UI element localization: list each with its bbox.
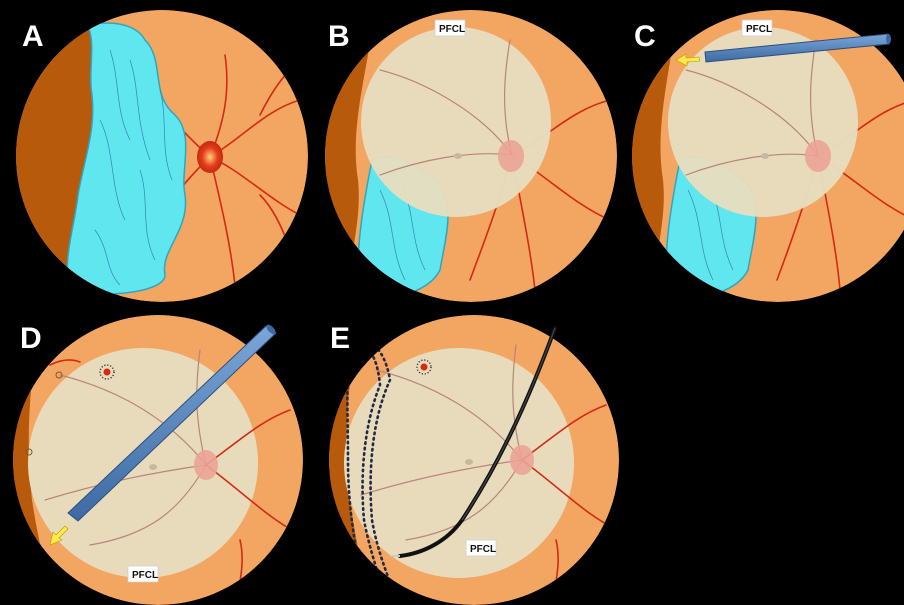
- pfcl-label: PFCL: [132, 570, 158, 581]
- pfcl-bubble: [344, 348, 574, 578]
- panel-letter: E: [330, 322, 350, 355]
- optic-disc: [197, 141, 223, 173]
- optic-disc: [498, 140, 524, 172]
- panel-e: E PFCL: [329, 315, 619, 605]
- fovea: [465, 459, 473, 465]
- panel-letter: D: [20, 322, 42, 355]
- panel-a: A: [16, 10, 308, 302]
- optic-disc: [805, 140, 831, 172]
- fovea: [149, 464, 157, 470]
- panel-letter: C: [634, 20, 656, 53]
- pfcl-label: PFCL: [439, 24, 465, 35]
- panel-b: B PFCL: [325, 10, 617, 302]
- panel-d: D PFCL: [13, 315, 303, 605]
- pfcl-label: PFCL: [470, 544, 496, 555]
- optic-disc: [194, 450, 218, 480]
- optic-disc: [510, 445, 534, 475]
- fovea: [454, 153, 462, 159]
- pfcl-bubble: [361, 27, 551, 217]
- panel-letter: A: [22, 20, 44, 53]
- pfcl-label: PFCL: [746, 24, 772, 35]
- panel-letter: B: [328, 20, 350, 53]
- panel-c: C PFCL: [632, 10, 904, 302]
- fovea: [761, 153, 769, 159]
